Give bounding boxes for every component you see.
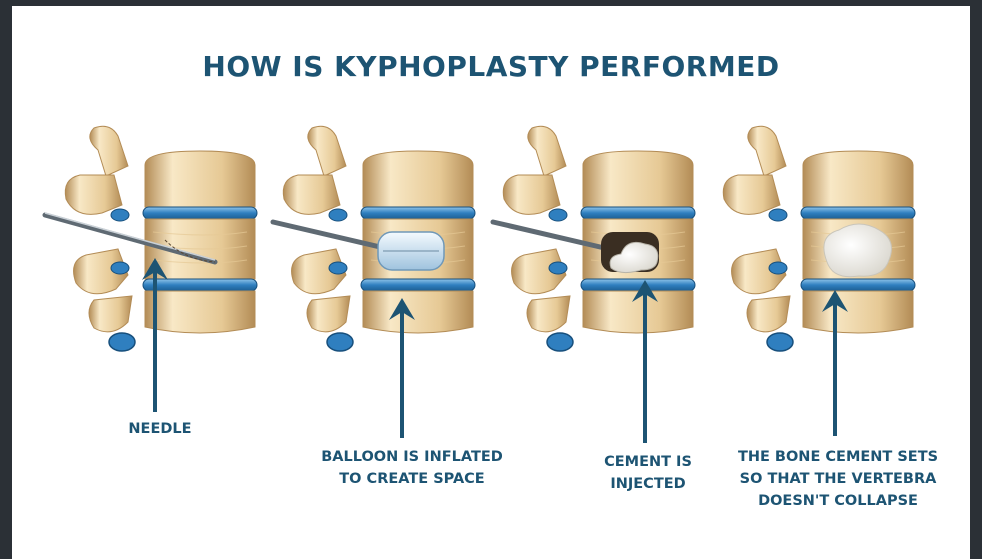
step-label-line: INJECTED <box>538 473 758 495</box>
transverse-process <box>65 175 122 214</box>
upper-disc <box>801 207 915 219</box>
lower-vertebra <box>363 291 473 333</box>
step-label-needle: NEEDLE <box>50 418 270 440</box>
lower-disc <box>801 279 915 291</box>
step-label-line: BALLOON IS INFLATED <box>302 446 522 468</box>
step-cement-sets <box>723 126 915 436</box>
spinous-process <box>308 126 346 176</box>
spinous-process <box>89 296 132 332</box>
step-label-line: NEEDLE <box>50 418 270 440</box>
nerve-root <box>109 333 135 351</box>
step-cement-injected <box>493 126 695 443</box>
spinous-process <box>307 296 350 332</box>
step-label-line: THE BONE CEMENT SETS <box>728 446 948 468</box>
step-needle <box>45 126 257 412</box>
lower-vertebra <box>803 291 913 333</box>
nerve-root <box>547 333 573 351</box>
transverse-process <box>283 175 340 214</box>
nerve-root <box>327 333 353 351</box>
upper-vertebra <box>583 151 693 207</box>
upper-vertebra <box>363 151 473 207</box>
spinous-process <box>748 126 786 176</box>
upper-disc <box>361 207 475 219</box>
spinous-process <box>527 296 570 332</box>
foramen <box>549 262 567 274</box>
step-label-line: SO THAT THE VERTEBRA <box>728 468 948 490</box>
nerve-root <box>767 333 793 351</box>
lower-disc <box>581 279 695 291</box>
step-balloon <box>273 126 475 438</box>
step-label-line: DOESN'T COLLAPSE <box>728 490 948 512</box>
lower-disc <box>143 279 257 291</box>
spinous-process <box>90 126 128 176</box>
spinous-process <box>747 296 790 332</box>
lower-disc <box>361 279 475 291</box>
upper-disc <box>143 207 257 219</box>
foramen <box>329 262 347 274</box>
lower-vertebra <box>145 291 255 333</box>
foramen <box>329 209 347 221</box>
spinous-process <box>528 126 566 176</box>
upper-vertebra <box>145 151 255 207</box>
upper-disc <box>581 207 695 219</box>
foramen <box>111 262 129 274</box>
upper-vertebra <box>803 151 913 207</box>
foramen <box>111 209 129 221</box>
foramen <box>549 209 567 221</box>
transverse-process <box>723 175 780 214</box>
step-label-line: TO CREATE SPACE <box>302 468 522 490</box>
transverse-process <box>503 175 560 214</box>
step-label-line: CEMENT IS <box>538 451 758 473</box>
foramen <box>769 209 787 221</box>
set-bone-cement <box>824 224 892 277</box>
foramen <box>769 262 787 274</box>
